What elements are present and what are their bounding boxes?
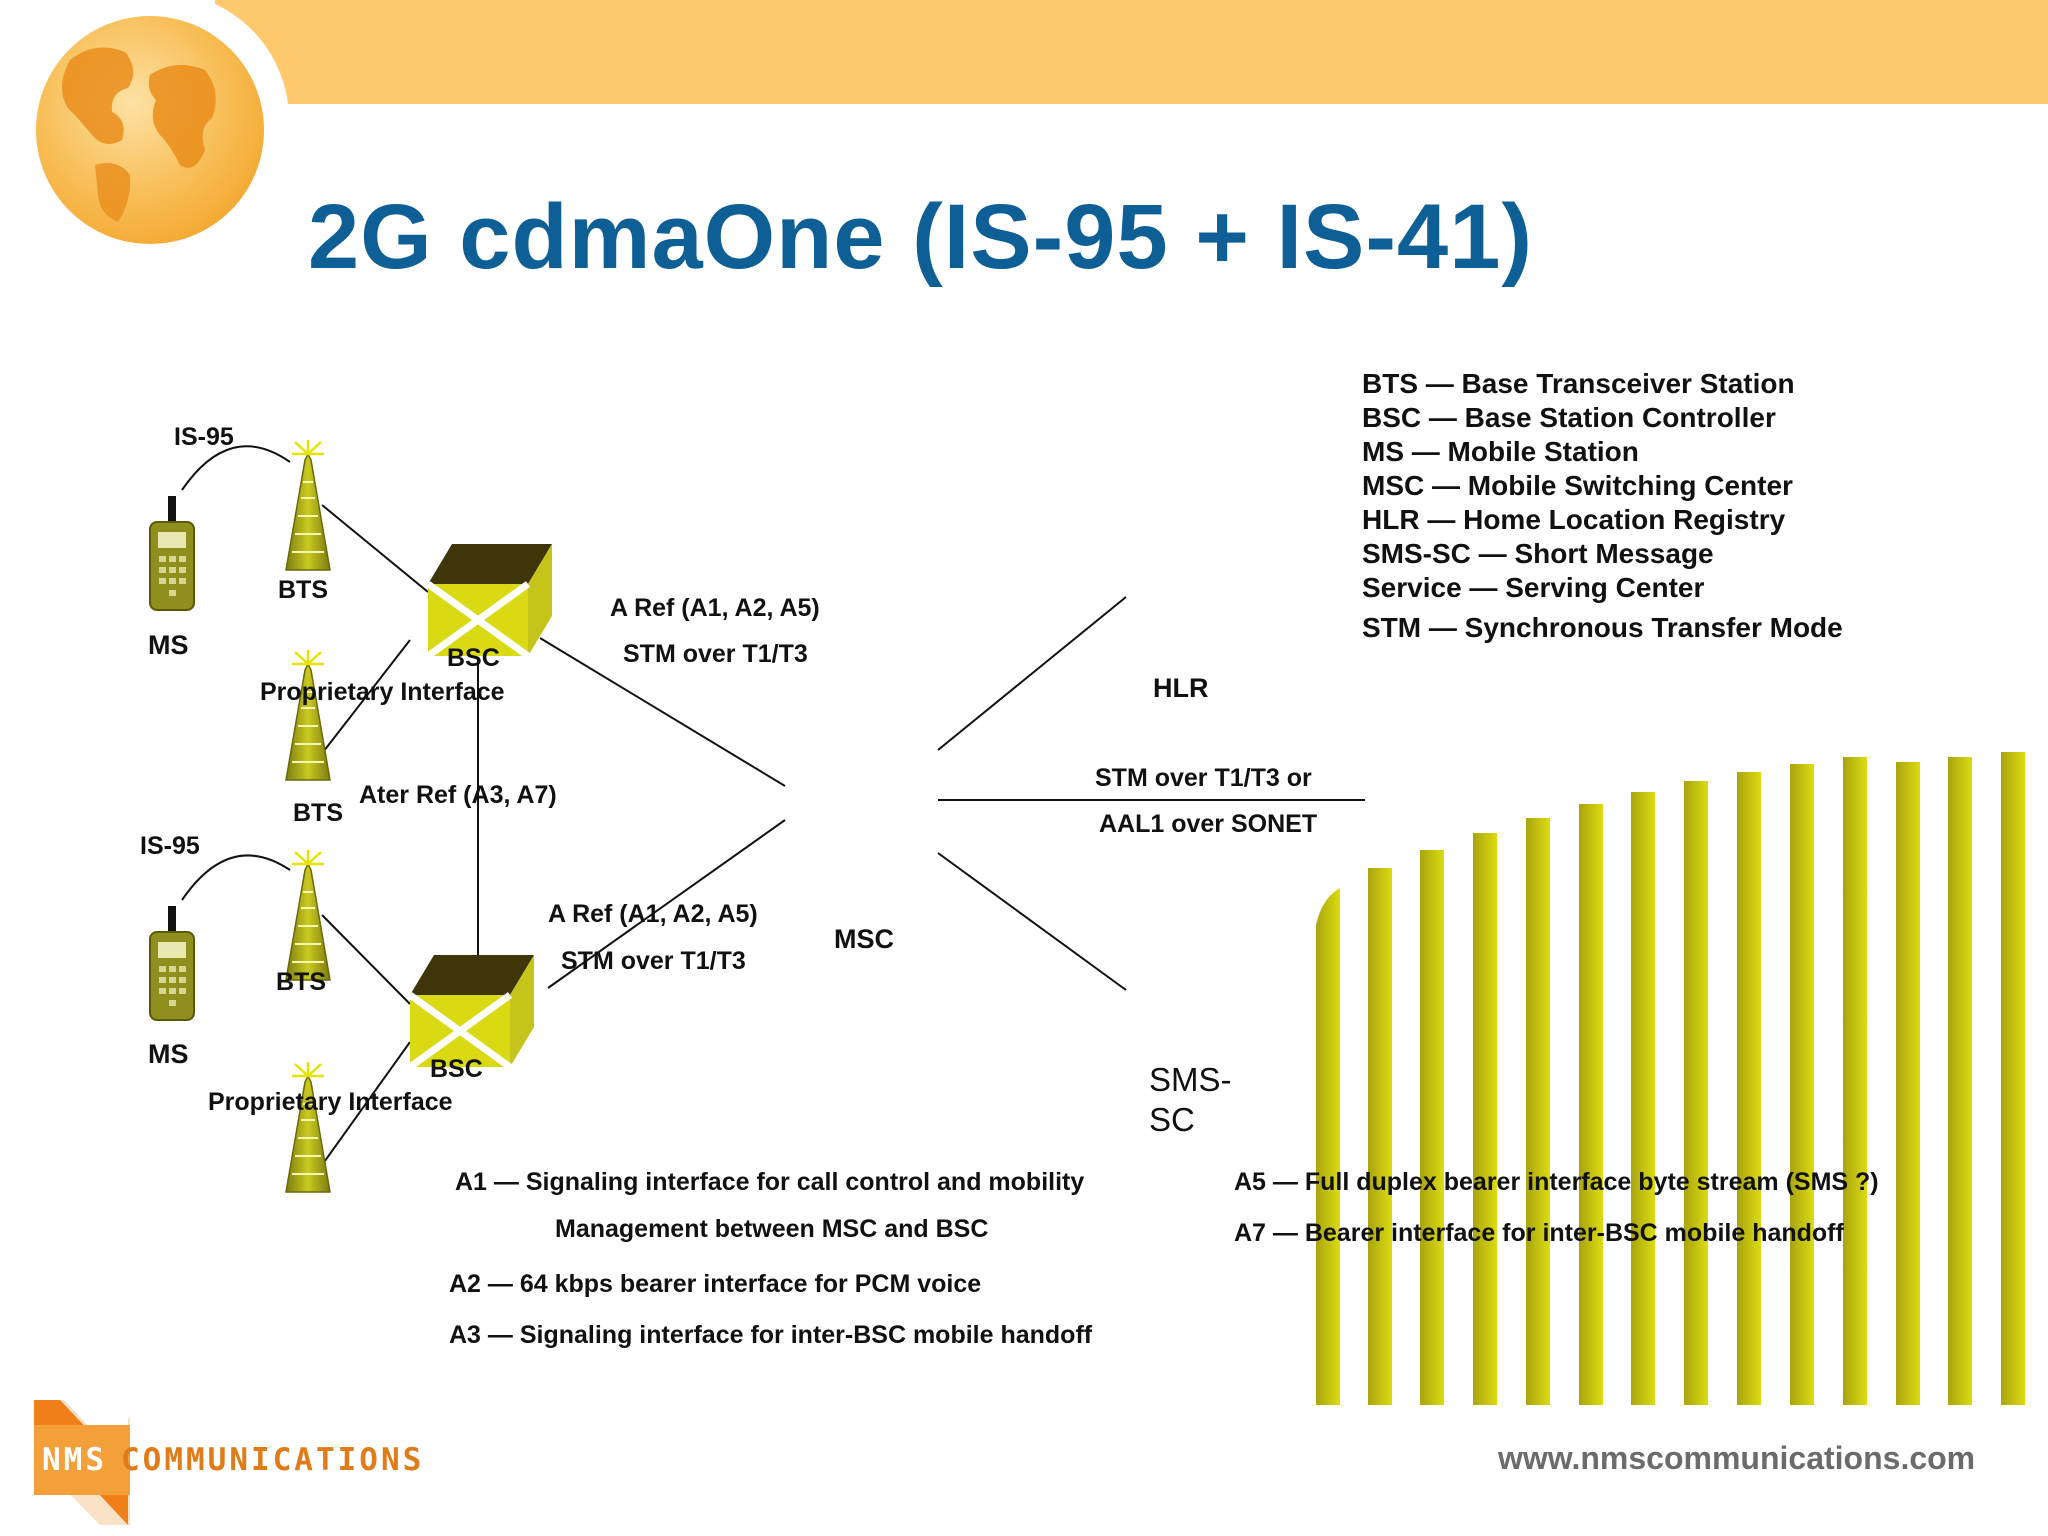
legend-item: STM — Synchronous Transfer Mode [1362,612,1843,643]
bsc-label-top: BSC [447,644,500,672]
logo-nms: NMS [42,1442,107,1478]
stm-label-bottom: STM over T1/T3 [561,947,746,975]
antenna-tower-icon [284,648,332,782]
top-band [215,0,2048,104]
mobile-phone-icon [149,905,195,1021]
a-ref-label-top: A Ref (A1, A2, A5) [610,594,820,622]
globe-icon [36,16,264,244]
legend: BTS — Base Transceiver Station BSC — Bas… [1362,367,1843,645]
stripes-decoration [1316,752,2025,1405]
legend-item: MS — Mobile Station [1362,436,1639,467]
page-title: 2G cdmaOne (IS-95 + IS-41) [308,186,1534,288]
ms-label-bottom: MS [148,1039,189,1069]
ater-ref-label: Ater Ref (A3, A7) [359,781,557,809]
legend-item: BTS — Base Transceiver Station [1362,368,1795,399]
bsc-switch-box-icon [428,544,552,656]
legend-item: BSC — Base Station Controller [1362,402,1776,433]
stm-label-top: STM over T1/T3 [623,640,808,668]
company-logo-text: NMS COMMUNICATIONS [42,1442,424,1478]
bts-label-2: BTS [293,799,343,827]
nms-logo-icon [34,1400,130,1525]
msc-label: MSC [834,924,894,954]
ms-label-top: MS [148,630,189,660]
bts-label-1: BTS [278,576,328,604]
note-a7: A7 — Bearer interface for inter-BSC mobi… [1234,1219,1844,1247]
logo-communications: COMMUNICATIONS [121,1442,425,1478]
legend-item: SMS-SC — Short Message [1362,538,1714,569]
sms-sc-label: SMS- SC [1149,1061,1232,1138]
note-a5: A5 — Full duplex bearer interface byte s… [1234,1168,1879,1196]
stm-or-label: STM over T1/T3 or [1095,764,1312,792]
mobile-phone-icon [149,495,195,611]
is95-label-bottom: IS-95 [140,832,200,860]
bts-label-3: BTS [276,968,326,996]
proprietary-interface-label-bottom: Proprietary Interface [208,1088,453,1116]
aal1-label: AAL1 over SONET [1099,810,1318,838]
antenna-tower-icon [284,1060,332,1194]
note-a3: A3 — Signaling interface for inter-BSC m… [449,1321,1093,1349]
note-a1-line1: A1 — Signaling interface for call contro… [455,1168,1085,1196]
footer-url: www.nmscommunications.com [1498,1440,1976,1476]
a-ref-label-bottom: A Ref (A1, A2, A5) [548,900,758,928]
legend-item: Service — Serving Center [1362,572,1705,603]
legend-item: HLR — Home Location Registry [1362,504,1786,535]
note-a1-line2: Management between MSC and BSC [555,1215,989,1243]
note-a2: A2 — 64 kbps bearer interface for PCM vo… [449,1270,982,1298]
connection-lines [181,445,1365,1166]
hlr-label: HLR [1153,673,1209,703]
bsc-switch-box-icon [410,955,534,1067]
proprietary-interface-label-top: Proprietary Interface [260,678,505,706]
is95-label-top: IS-95 [174,423,234,451]
legend-item: MSC — Mobile Switching Center [1362,470,1793,501]
bsc-label-bottom: BSC [430,1055,483,1083]
